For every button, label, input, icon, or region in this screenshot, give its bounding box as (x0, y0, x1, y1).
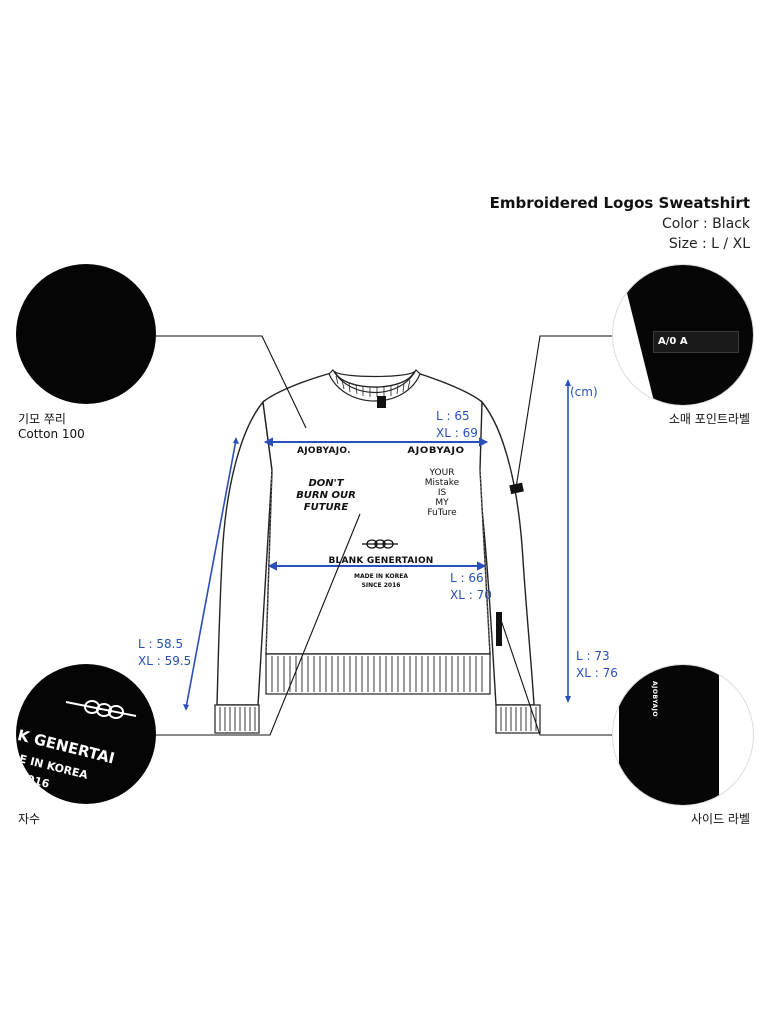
sleeve-measure: L : 73 XL : 76 (576, 648, 618, 682)
print-text-left-line: BURN OUR (296, 490, 356, 501)
print-text-left-line: DON'T (308, 478, 344, 489)
sleeve-label-detail-circle: A/0 A (612, 264, 754, 406)
print-text-left-line: FUTURE (303, 502, 349, 513)
embroidery-label: 자수 (18, 812, 41, 826)
print-text-right-line: IS (437, 488, 447, 498)
unit-label: (cm) (570, 385, 598, 399)
print-text-right-line: YOUR (429, 468, 455, 478)
chest-measure-xl: XL : 69 (436, 426, 478, 440)
sleeve-label-label: 소매 포인트라벨 (668, 412, 750, 426)
hem-measure-xl: XL : 70 (450, 588, 492, 602)
product-color: Color : Black (661, 216, 750, 232)
side-tag: AJOBYAJO (651, 681, 658, 717)
fabric-label: 기모 쭈리 (18, 412, 66, 426)
embroidery-chain-icon (65, 700, 137, 719)
print-made-in: MADE IN KOREA (354, 573, 408, 580)
chest-measure-l: L : 65 (436, 409, 470, 423)
print-logo-left: AJOBYAJO. (297, 446, 351, 456)
hem-measure-l: L : 66 (450, 571, 484, 585)
sleeve-measure-l: L : 73 (576, 649, 610, 663)
fabric-detail-circle (16, 264, 156, 404)
sleeve-measure-xl: XL : 76 (576, 666, 618, 680)
print-text-right-line: Mistake (424, 478, 460, 488)
length-measure-l: L : 58.5 (138, 637, 184, 651)
sleeve-patch: A/0 A (653, 331, 739, 353)
side-label-detail-circle: AJOBYAJO (612, 664, 754, 806)
print-text-right-line: MY (435, 498, 449, 508)
embroidery-detail-circle: K GENERTAI DE IN KOREA E 2016 (16, 664, 156, 804)
side-fabric (619, 665, 719, 805)
length-measure-xl: XL : 59.5 (138, 654, 192, 668)
print-since: SINCE 2016 (361, 582, 401, 589)
print-text-left: DON'T BURN OUR FUTURE (293, 478, 359, 514)
side-label-label: 사이드 라벨 (690, 812, 750, 826)
print-text-right-line: FuTure (427, 508, 457, 518)
hem-measure: L : 66 XL : 70 (450, 570, 492, 604)
print-logo-right: AJOBYAJO (407, 446, 465, 456)
fabric-sub: Cotton 100 (18, 427, 85, 441)
product-title: Embroidered Logos Sweatshirt (489, 194, 750, 212)
product-size: Size : L / XL (668, 236, 750, 252)
print-text-right: YOUR Mistake IS MY FuTure (412, 468, 472, 518)
chest-measure: L : 65 XL : 69 (436, 408, 478, 442)
length-measure: L : 58.5 XL : 59.5 (138, 636, 191, 670)
print-brand: BLANK GENERTAION (328, 556, 434, 566)
